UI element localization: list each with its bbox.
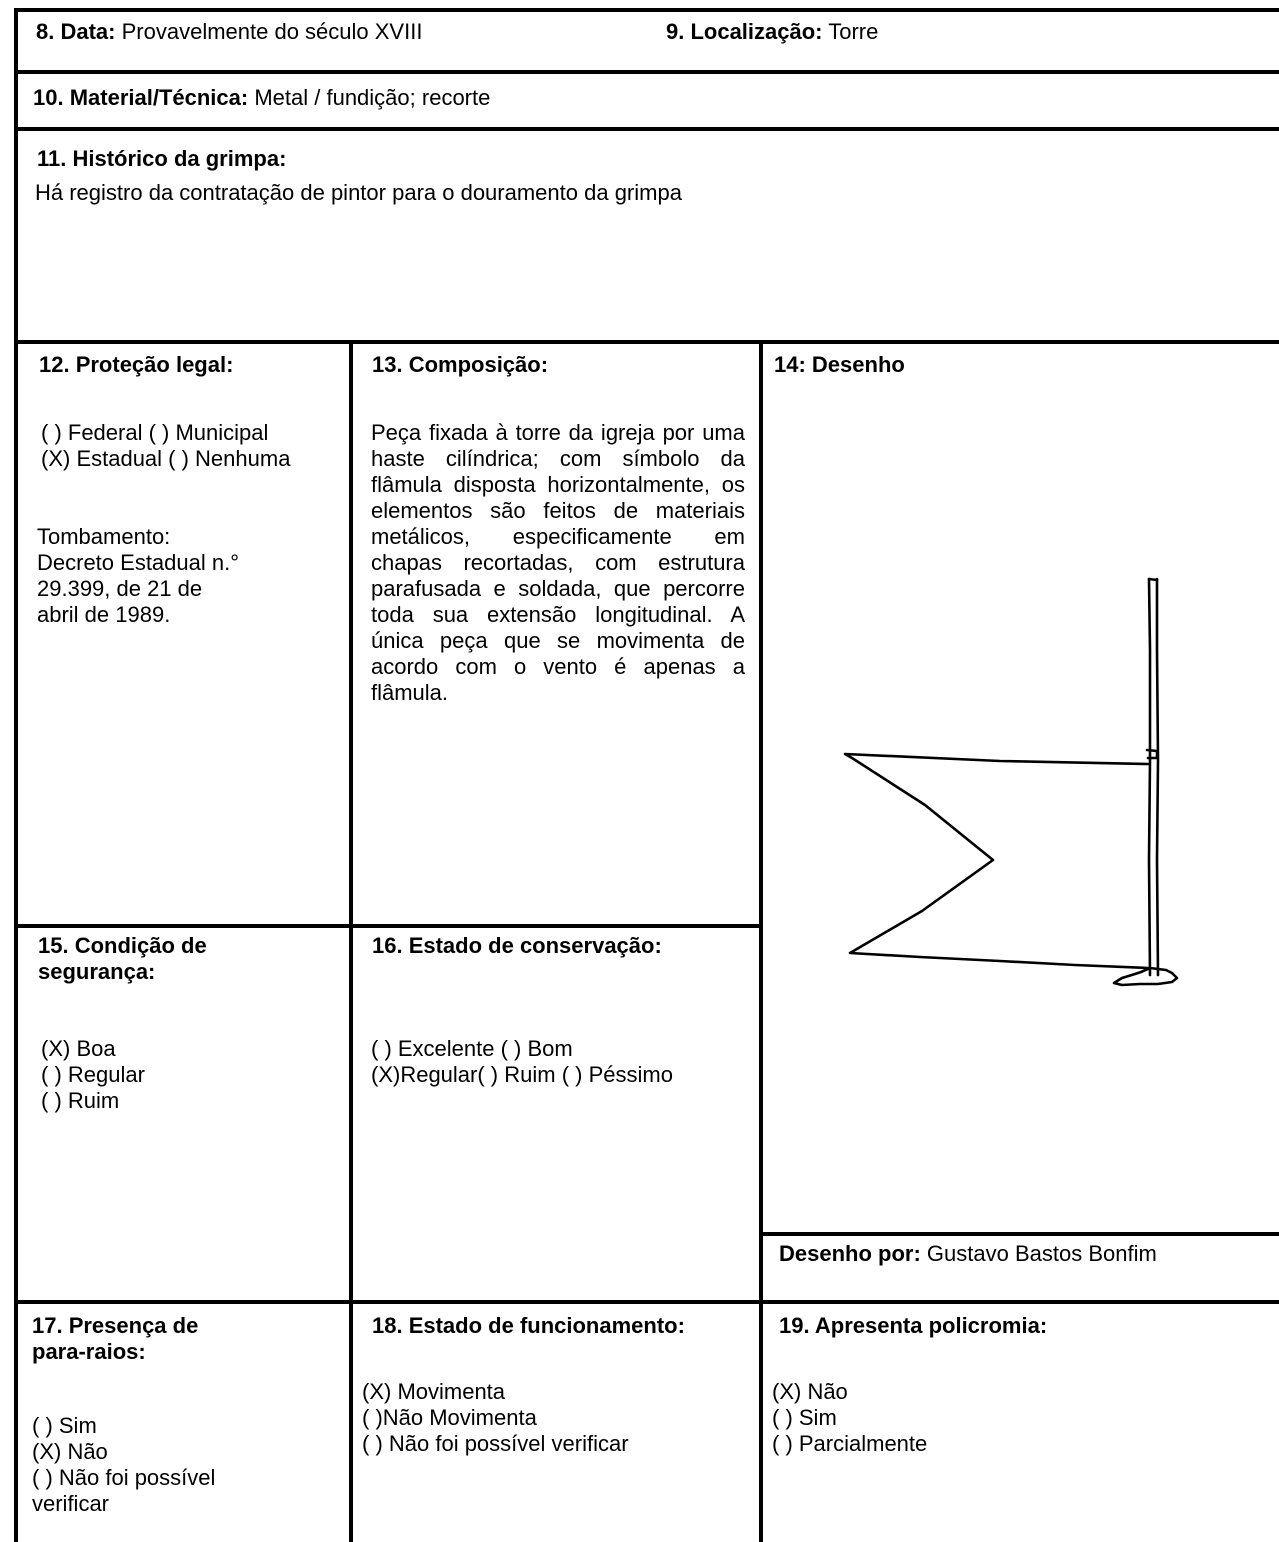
- composicao-label: 13. Composição:: [372, 352, 548, 378]
- pararaios-label-line: para-raios:: [32, 1339, 146, 1364]
- seguranca-option: ( ) Regular: [41, 1062, 145, 1087]
- seguranca-option: ( ) Ruim: [41, 1088, 120, 1113]
- divider-row-15-16: [14, 924, 761, 928]
- divider-row-material: [14, 127, 1279, 131]
- policromia-option: ( ) Sim: [772, 1405, 837, 1430]
- pararaios-option: (X) Não: [32, 1439, 108, 1464]
- funcionamento-label: 18. Estado de funcionamento:: [372, 1313, 685, 1339]
- material-label: 10. Material/Técnica:: [33, 85, 249, 110]
- pararaios-option: ( ) Sim: [32, 1413, 97, 1438]
- seguranca-option: (X) Boa: [41, 1036, 116, 1061]
- desenho-author: Desenho por: Gustavo Bastos Bonfim: [779, 1241, 1157, 1267]
- pole-base: [1112, 966, 1179, 987]
- policromia-option: (X) Não: [772, 1379, 848, 1404]
- flag-outline: [843, 752, 1150, 970]
- desenho-label: 14: Desenho: [774, 352, 905, 378]
- historico-label-text: 11. Histórico da grimpa:: [37, 146, 287, 171]
- pararaios-option: ( ) Não foi possível: [32, 1465, 216, 1490]
- pararaios-label: 17. Presença de para-raios:: [32, 1313, 198, 1365]
- seguranca-options: (X) Boa ( ) Regular ( ) Ruim: [41, 1036, 145, 1114]
- policromia-label: 19. Apresenta policromia:: [779, 1313, 1047, 1339]
- funcionamento-option: ( )Não Movimenta: [362, 1405, 537, 1430]
- protecao-option-line: ( ) Federal ( ) Municipal: [41, 420, 269, 445]
- localizacao-label: 9. Localização:: [666, 19, 823, 44]
- historico-label: 11. Histórico da grimpa:: [37, 146, 286, 172]
- policromia-label-text: 19. Apresenta policromia:: [779, 1313, 1048, 1338]
- seguranca-label-line: 15. Condição de: [38, 933, 207, 958]
- conservacao-option-line: ( ) Excelente ( ) Bom: [371, 1036, 573, 1061]
- composicao-label-text: 13. Composição:: [372, 352, 549, 377]
- data-value: Provavelmente do século XVIII: [121, 19, 423, 44]
- grimpa-flag-drawing: [843, 577, 1179, 987]
- left-border: [14, 8, 18, 1542]
- protecao-option-line: (X) Estadual ( ) Nenhuma: [41, 446, 291, 471]
- material-value: Metal / fundição; recorte: [254, 85, 491, 110]
- seguranca-label-line: segurança:: [38, 959, 156, 984]
- funcionamento-option: ( ) Não foi possível verificar: [362, 1431, 629, 1456]
- composicao-text-block: Peça fixada à torre da igreja por uma ha…: [371, 420, 745, 706]
- divider-drawing-author: [759, 1232, 1279, 1236]
- author-value: Gustavo Bastos Bonfim: [926, 1241, 1157, 1266]
- conservacao-label-text: 16. Estado de conservação:: [372, 933, 662, 958]
- funcionamento-options: (X) Movimenta ( )Não Movimenta ( ) Não f…: [362, 1379, 629, 1457]
- pole-top: [1147, 577, 1159, 582]
- author-label: Desenho por:: [779, 1241, 921, 1266]
- field-material: 10. Material/Técnica: Metal / fundição; …: [33, 85, 490, 111]
- pararaios-options: ( ) Sim (X) Não ( ) Não foi possível ver…: [32, 1413, 215, 1517]
- tombamento-line: Tombamento:: [37, 524, 171, 549]
- conservacao-option-line: (X)Regular( ) Ruim ( ) Péssimo: [371, 1062, 673, 1087]
- funcionamento-label-text: 18. Estado de funcionamento:: [372, 1313, 685, 1338]
- tombamento-line: 29.399, de 21 de: [37, 576, 203, 601]
- divider-row-historico: [14, 340, 1279, 344]
- tombamento-block: Tombamento: Decreto Estadual n.° 29.399,…: [37, 524, 239, 628]
- protecao-options: ( ) Federal ( ) Municipal (X) Estadual (…: [41, 420, 290, 472]
- pole-left-edge: [1147, 577, 1152, 977]
- conservacao-options: ( ) Excelente ( ) Bom (X)Regular( ) Ruim…: [371, 1036, 673, 1088]
- flag-joint: [1145, 748, 1159, 760]
- policromia-option: ( ) Parcialmente: [772, 1431, 928, 1456]
- policromia-options: (X) Não ( ) Sim ( ) Parcialmente: [772, 1379, 927, 1457]
- divider-row-date: [14, 70, 1279, 74]
- pararaios-option: verificar: [32, 1491, 110, 1516]
- divider-row-17-19: [14, 1300, 1279, 1304]
- tombamento-line: abril de 1989.: [37, 602, 171, 627]
- seguranca-label: 15. Condição de segurança:: [38, 933, 207, 985]
- composicao-text: Peça fixada à torre da igreja por uma ha…: [371, 420, 745, 705]
- divider-col-2: [759, 340, 763, 1542]
- historico-text: Há registro da contratação de pintor par…: [35, 180, 682, 205]
- protecao-label: 12. Proteção legal:: [39, 352, 233, 378]
- funcionamento-option: (X) Movimenta: [362, 1379, 506, 1404]
- protecao-label-text: 12. Proteção legal:: [39, 352, 234, 377]
- divider-col-1: [349, 340, 353, 1542]
- conservacao-label: 16. Estado de conservação:: [372, 933, 662, 959]
- localizacao-value: Torre: [828, 19, 879, 44]
- top-border: [14, 8, 1279, 12]
- desenho-label-text: 14: Desenho: [774, 352, 905, 377]
- pole-right-edge: [1155, 577, 1160, 977]
- field-localizacao: 9. Localização: Torre: [666, 19, 878, 45]
- data-label: 8. Data:: [36, 19, 116, 44]
- pararaios-label-line: 17. Presença de: [32, 1313, 199, 1338]
- field-data: 8. Data: Provavelmente do século XVIII: [36, 19, 422, 45]
- tombamento-line: Decreto Estadual n.°: [37, 550, 240, 575]
